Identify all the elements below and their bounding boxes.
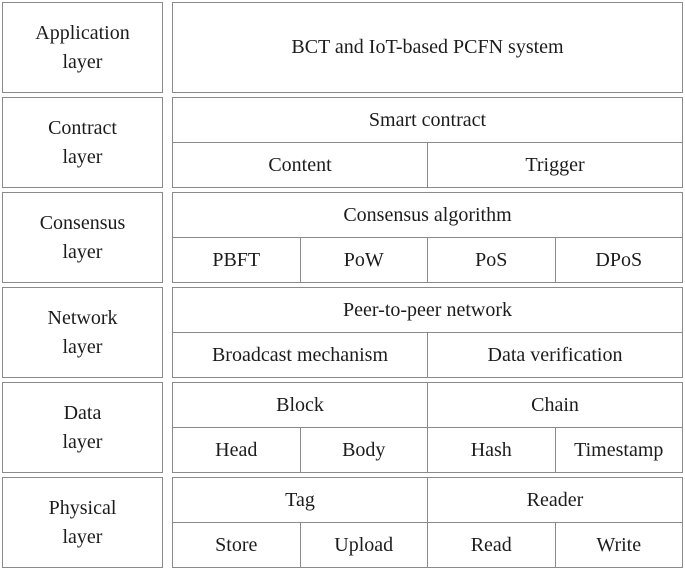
cell-consensus-algorithm: Consensus algorithm (343, 203, 512, 226)
cell-pos: PoS (427, 238, 555, 282)
label-line-1: Contract (48, 117, 117, 140)
cell-hash: Hash (427, 428, 555, 472)
layer-row-data: Data layer Block Chain Head Body Hash Ti… (2, 382, 683, 473)
cell-pow: PoW (299, 238, 428, 282)
cell-chain: Chain (427, 383, 682, 427)
layer-label-text: Data layer (63, 399, 103, 456)
label-line-1: Data (63, 402, 102, 425)
cell-smart-contract: Smart contract (368, 108, 487, 131)
cell-upload: Upload (299, 523, 428, 567)
subrow-data-bottom: Head Body Hash Timestamp (173, 427, 682, 472)
cell-timestamp: Timestamp (554, 428, 683, 472)
subrow-data-top: Block Chain (173, 383, 682, 427)
cell-tag: Tag (285, 488, 315, 511)
label-line-1: Consensus (39, 212, 126, 235)
layer-content-network: Peer-to-peer network Broadcast mechanism… (172, 287, 683, 378)
subrow-consensus-top: Consensus algorithm (173, 193, 682, 237)
cell-read: Read (427, 523, 555, 567)
subrow-contract-top: Smart contract (173, 98, 682, 142)
cell-store: Store (215, 533, 258, 556)
layer-label-text: Network layer (48, 304, 118, 361)
cell-content: Content (268, 153, 332, 176)
label-line-2: layer (62, 50, 103, 73)
subrow-physical-bottom: Store Upload Read Write (173, 522, 682, 567)
cell-broadcast-mechanism: Broadcast mechanism (211, 343, 389, 366)
layer-label-application: Application layer (2, 2, 163, 93)
cell-data-verification: Data verification (427, 333, 682, 377)
cell-write: Write (554, 523, 683, 567)
layer-label-network: Network layer (2, 287, 163, 378)
cell-pbft: PBFT (212, 248, 261, 271)
label-line-2: layer (62, 240, 103, 263)
subrow-consensus-bottom: PBFT PoW PoS DPoS (173, 237, 682, 282)
cell-peer-to-peer-network: Peer-to-peer network (343, 298, 512, 321)
subrow-application: BCT and IoT-based PCFN system (173, 3, 682, 92)
subrow-contract-bottom: Content Trigger (173, 142, 682, 187)
layer-label-text: Application layer (35, 19, 129, 76)
layer-content-contract: Smart contract Content Trigger (172, 97, 683, 188)
cell-block: Block (276, 393, 324, 416)
layer-content-consensus: Consensus algorithm PBFT PoW PoS DPoS (172, 192, 683, 283)
label-line-2: layer (62, 145, 103, 168)
layer-content-application: BCT and IoT-based PCFN system (172, 2, 683, 93)
layer-label-text: Physical layer (49, 494, 117, 551)
label-line-2: layer (62, 335, 103, 358)
layer-row-network: Network layer Peer-to-peer network Broad… (2, 287, 683, 378)
layer-label-text: Contract layer (48, 114, 117, 171)
subrow-network-bottom: Broadcast mechanism Data verification (173, 332, 682, 377)
cell-head: Head (215, 438, 258, 461)
layer-content-physical: Tag Reader Store Upload Read Write (172, 477, 683, 568)
label-line-2: layer (62, 525, 103, 548)
cell-trigger: Trigger (427, 143, 682, 187)
cell-system-title: BCT and IoT-based PCFN system (291, 36, 564, 58)
layer-label-physical: Physical layer (2, 477, 163, 568)
label-line-1: Physical (48, 497, 117, 520)
layer-label-consensus: Consensus layer (2, 192, 163, 283)
cell-dpos: DPoS (554, 238, 683, 282)
label-line-2: layer (62, 430, 103, 453)
subrow-physical-top: Tag Reader (173, 478, 682, 522)
layer-row-application: Application layer BCT and IoT-based PCFN… (2, 2, 683, 93)
subrow-network-top: Peer-to-peer network (173, 288, 682, 332)
label-line-1: Network (47, 307, 118, 330)
layer-label-text: Consensus layer (40, 209, 126, 266)
layer-row-contract: Contract layer Smart contract Content Tr… (2, 97, 683, 188)
layer-label-data: Data layer (2, 382, 163, 473)
layer-row-consensus: Consensus layer Consensus algorithm PBFT… (2, 192, 683, 283)
cell-reader: Reader (427, 478, 682, 522)
layer-content-data: Block Chain Head Body Hash Timestamp (172, 382, 683, 473)
label-line-1: Application (35, 22, 130, 45)
layer-row-physical: Physical layer Tag Reader Store Upload R… (2, 477, 683, 568)
cell-body: Body (299, 428, 428, 472)
layer-label-contract: Contract layer (2, 97, 163, 188)
